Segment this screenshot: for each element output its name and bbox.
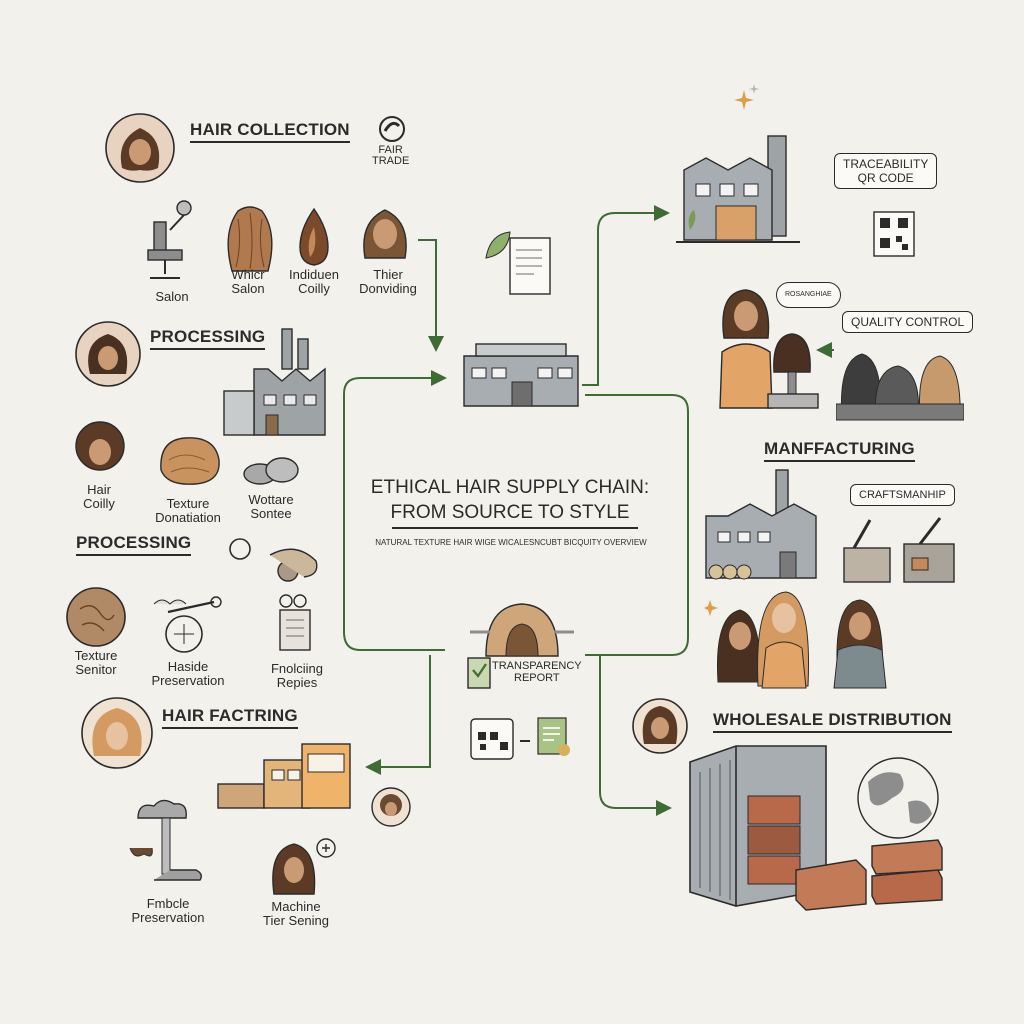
qr-code-icon <box>873 211 915 257</box>
coily-hair-icon <box>75 421 125 471</box>
qc-team-icon <box>836 353 964 421</box>
hair-factring-avatar-icon <box>81 697 153 769</box>
qr-link-dash <box>520 740 530 742</box>
item-indiduen-coilly: Indiduen Coilly <box>289 267 339 296</box>
item-whicr-salon: Whicr Salon <box>231 267 265 296</box>
speech-bubble: ROSANGHIAE <box>776 282 841 308</box>
transparency-report-icon <box>470 603 574 657</box>
manufacturing-factory-icon <box>705 469 817 580</box>
diagram-title-line1: ETHICAL HAIR SUPPLY CHAIN: <box>370 477 650 498</box>
factring-factory-icon <box>217 743 351 809</box>
report-doc-icon <box>467 657 491 689</box>
arrow-factory-to-traceability <box>582 205 670 386</box>
eco-doc-icon <box>537 717 570 756</box>
item-salon: Salon <box>155 289 189 304</box>
repair-tool-icon <box>279 594 311 651</box>
machine-tier-icon <box>272 838 336 895</box>
item-thier-donviding: Thier Donviding <box>359 267 417 296</box>
craftsmanship-callout: CRAFTSMANHIP <box>850 484 955 506</box>
traceability-qr-callout: TRACEABILITY QR CODE <box>834 153 938 189</box>
arrow-collection-to-factory <box>418 239 444 352</box>
texture-sensor-icon <box>66 587 126 647</box>
curly-hair-icon <box>227 206 273 272</box>
preservation-station-icon <box>129 799 203 881</box>
item-hair-coilly: Hair Coilly <box>83 482 115 511</box>
craftswomen-icon <box>704 591 887 689</box>
hair-collector-avatar-icon <box>105 113 175 183</box>
stones-icon <box>243 457 299 485</box>
processing-machine-icon <box>229 538 318 582</box>
craft-machines-icon <box>843 517 955 583</box>
heading-manufacturing: MANFFACTURING <box>764 439 915 462</box>
diagram-subtitle: NATURAL TEXTURE HAIR WIGE WICALESNCUBT B… <box>375 538 647 547</box>
arrow-loop-left <box>343 377 445 651</box>
heading-processing-2: PROCESSING <box>76 533 192 556</box>
certificate-leaf-icon <box>485 231 551 295</box>
preservation-machine-icon <box>153 596 222 653</box>
shipping-container-icon <box>689 745 943 911</box>
traceability-factory-icon <box>676 135 800 243</box>
processing-factory-icon <box>223 328 326 436</box>
qc-worker-icon <box>719 289 773 409</box>
qr-badge-icon <box>470 718 514 760</box>
arrow-loop-right <box>585 394 689 656</box>
wig-stand-icon <box>767 333 819 409</box>
heading-wholesale-distribution: WHOLESALE DISTRIBUTION <box>713 710 952 733</box>
distribution-avatar-icon <box>632 698 688 754</box>
item-texture-senitor: Texture Senitor <box>74 648 118 677</box>
item-fnolciing-repies: Fnolciing Repies <box>270 661 324 690</box>
item-texture-donatiation: Texture Donatiation <box>155 496 221 525</box>
worker-avatar-icon <box>371 787 411 827</box>
title-underline <box>392 527 638 529</box>
quality-control-callout: QUALITY CONTROL <box>842 311 974 333</box>
donor-woman-icon <box>363 209 407 259</box>
processing-avatar-icon <box>75 321 141 387</box>
item-machine-tier-sening: Machine Tier Sening <box>263 899 329 928</box>
heading-hair-collection: HAIR COLLECTION <box>190 120 350 143</box>
heading-processing-1: PROCESSING <box>150 327 266 350</box>
item-fmbcle-preservation: Fmbcle Preservation <box>131 896 205 925</box>
item-haside-preservation: Haside Preservation <box>151 659 225 688</box>
fair-trade-icon <box>379 116 405 142</box>
heading-hair-factring: HAIR FACTRING <box>162 706 298 729</box>
arrow-to-hair-factring <box>365 655 431 775</box>
diagram-title-line2: FROM SOURCE TO STYLE <box>390 502 630 523</box>
texture-hair-bundle-icon <box>160 437 220 485</box>
fair-trade-label: FAIR TRADE <box>372 144 410 167</box>
sparkle-icon <box>734 84 759 110</box>
salon-chair-icon <box>147 200 192 279</box>
hair-flame-icon <box>299 207 329 266</box>
item-wottare-sontee: Wottare Sontee <box>248 492 294 521</box>
central-factory-icon <box>463 343 579 407</box>
arrow-to-wholesale <box>599 655 672 816</box>
transparency-report-label: TRANSPARENCY REPORT <box>492 660 582 684</box>
